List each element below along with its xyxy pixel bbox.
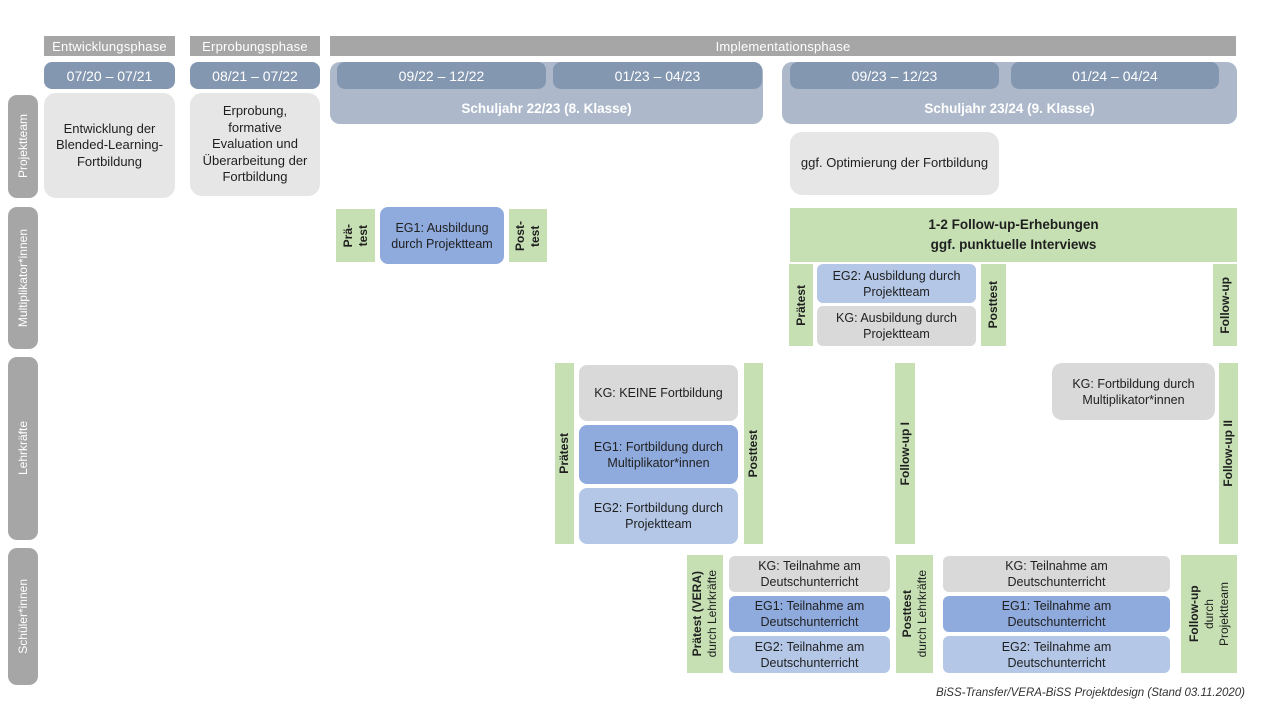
eg1-fortbildung-box: EG1: Fortbildung durch Multiplikator*inn…: [579, 425, 738, 484]
eg1-teilnahme-box-2: EG1: Teilnahme am Deutschunterricht: [943, 596, 1170, 632]
row-label-multiplikatorinnen: Multiplikator*innen: [8, 207, 38, 349]
testing-evaluation-box: Erprobung, formative Evaluation und Über…: [190, 93, 320, 196]
row-label-text: Projektteam: [15, 114, 30, 179]
diagram-caption: BiSS-Transfer/VERA-BiSS Projektdesign (S…: [936, 687, 1245, 699]
banner-line2: ggf. punktuelle Interviews: [930, 237, 1097, 252]
followup-label: Follow-up: [1217, 276, 1232, 334]
eg2-ausbildung-box: EG2: Ausbildung durch Projektteam: [817, 264, 976, 303]
row-label-text: Schüler*innen: [15, 579, 30, 654]
posttest-label: Posttest: [986, 281, 1000, 329]
kg-teilnahme-box-1: KG: Teilnahme am Deutschunterricht: [729, 556, 890, 592]
eg1-ausbildung-box: EG1: Ausbildung durch Projektteam: [380, 207, 504, 264]
posttest-bar-multiplikator: Post-test: [509, 209, 547, 262]
row-label-schuelerinnen: Schüler*innen: [8, 548, 38, 685]
period-bar: 09/22 – 12/22: [337, 62, 546, 89]
posttest-bar-multiplikator2: Posttest: [981, 264, 1006, 346]
praetest-bar-lehrkraefte: Prätest: [555, 363, 574, 544]
school-year-label: Schuljahr 22/23 (8. Klasse): [461, 101, 632, 116]
banner-line1: 1-2 Follow-up-Erhebungen: [928, 216, 1099, 232]
phase-header-implementation: Implementationsphase: [330, 36, 1236, 56]
praetest-label: Prätest: [557, 433, 571, 474]
posttest-label: Post-test: [513, 220, 542, 251]
eg2-fortbildung-box: EG2: Fortbildung durch Projektteam: [579, 488, 738, 544]
row-label-projektteam: Projektteam: [8, 95, 38, 198]
row-label-text: Multiplikator*innen: [15, 228, 30, 328]
praetest-vera-bar: Prätest (VERA)durch Lehrkräfte: [687, 555, 723, 673]
kg-fortbildung-multiplikator-box: KG: Fortbildung durch Multiplikator*inne…: [1052, 363, 1215, 420]
row-label-text: Lehrkräfte: [15, 421, 30, 476]
kg-ausbildung-box: KG: Ausbildung durch Projektteam: [817, 306, 976, 346]
school-year-label: Schuljahr 23/24 (9. Klasse): [924, 101, 1095, 116]
posttest-bar-lehrkraefte: Posttest: [744, 363, 763, 544]
period-bar: 08/21 – 07/22: [190, 62, 320, 89]
period-bar: 01/23 – 04/23: [553, 62, 762, 89]
pretest-bar-multiplikator: Prä-test: [336, 209, 375, 262]
eg2-teilnahme-box-2: EG2: Teilnahme am Deutschunterricht: [943, 636, 1170, 673]
followup-erhebungen-banner: 1-2 Follow-up-Erhebungen ggf. punktuelle…: [790, 208, 1237, 262]
development-box: Entwicklung der Blended-Learning-Fortbil…: [44, 93, 175, 198]
optimization-box: ggf. Optimierung der Fortbildung: [790, 132, 999, 195]
praetest-vera-label: Prätest (VERA)durch Lehrkräfte: [690, 570, 719, 658]
eg2-teilnahme-box-1: EG2: Teilnahme am Deutschunterricht: [729, 636, 890, 673]
followup1-label: Follow-up I: [897, 421, 912, 486]
praetest-bar-multiplikator2: Prätest: [789, 264, 813, 346]
row-label-lehrkraefte: Lehrkräfte: [8, 357, 38, 540]
period-bar: 09/23 – 12/23: [790, 62, 999, 89]
followup-bar-multiplikator: Follow-up: [1213, 264, 1237, 346]
praetest-label: Prätest: [793, 284, 808, 326]
kg-teilnahme-box-2: KG: Teilnahme am Deutschunterricht: [943, 556, 1170, 592]
period-bar: 07/20 – 07/21: [44, 62, 175, 89]
posttest-label: Posttest: [746, 429, 760, 478]
followup1-bar: Follow-up I: [895, 363, 915, 544]
pretest-label: Prä-test: [340, 223, 370, 248]
phase-header-erprobung: Erprobungsphase: [190, 36, 320, 56]
kg-keine-fortbildung-box: KG: KEINE Fortbildung: [579, 365, 738, 421]
followup2-label: Follow-up II: [1221, 420, 1235, 487]
followup2-bar: Follow-up II: [1219, 363, 1238, 544]
period-bar: 01/24 – 04/24: [1011, 62, 1219, 89]
eg1-teilnahme-box-1: EG1: Teilnahme am Deutschunterricht: [729, 596, 890, 632]
phase-header-entwicklung: Entwicklungsphase: [44, 36, 175, 56]
